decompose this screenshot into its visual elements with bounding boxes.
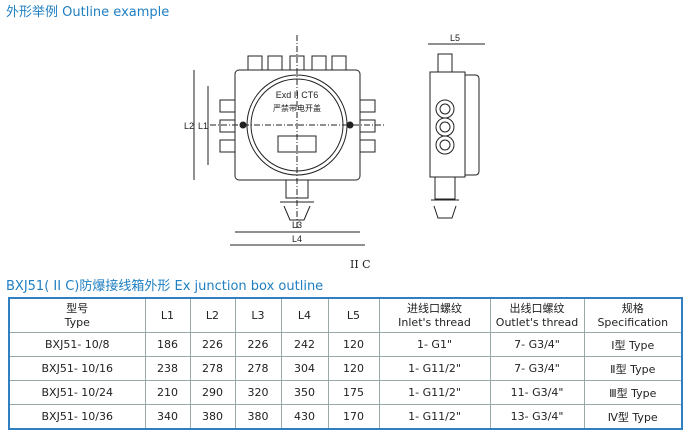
table-cell: 1- G11/2" xyxy=(378,404,491,430)
header-cn: 进线口螺纹 xyxy=(407,301,462,315)
figure-caption: II C xyxy=(350,258,371,271)
table-cell: 304 xyxy=(280,356,329,381)
table-cell: 278 xyxy=(234,356,282,381)
table-cell: BXJ51- 10/8 xyxy=(8,332,146,357)
table-cell: BXJ51- 10/24 xyxy=(8,380,146,405)
table-cell: BXJ51- 10/16 xyxy=(8,356,146,381)
table-cell: 320 xyxy=(234,380,282,405)
table-cell: Ⅳ型 Type xyxy=(583,404,683,430)
header-en: L4 xyxy=(297,308,312,322)
table-cell: 186 xyxy=(144,332,191,357)
header-cn: 出线口螺纹 xyxy=(509,301,565,315)
table-cell: 175 xyxy=(327,380,380,405)
svg-text:L3: L3 xyxy=(292,220,302,230)
header-en: Inlet's thread xyxy=(398,315,471,329)
column-header: L2 xyxy=(189,297,236,333)
table-cell: 120 xyxy=(327,332,380,357)
table-cell: Ⅰ型 Type xyxy=(583,332,683,357)
table-cell: BXJ51- 10/36 xyxy=(8,404,146,430)
column-header: L3 xyxy=(234,297,282,333)
table-cell: 210 xyxy=(144,380,191,405)
table-cell: 380 xyxy=(189,404,236,430)
table-cell: 13- G3/4" xyxy=(489,404,585,430)
header-en: L5 xyxy=(346,308,361,322)
table-cell: 290 xyxy=(189,380,236,405)
header-cn: 型号 xyxy=(66,301,89,315)
warning-text: 严禁带电开盖 xyxy=(273,103,321,113)
table-cell: 1- G11/2" xyxy=(378,356,491,381)
table-cell: 350 xyxy=(280,380,329,405)
table-cell: 340 xyxy=(144,404,191,430)
side-glands xyxy=(219,99,376,153)
table-cell: 1- G1" xyxy=(378,332,491,357)
column-header: L1 xyxy=(144,297,191,333)
outline-drawing: Exd II CT6 严禁带电开盖 L2 L1 L3 L4 L5 xyxy=(184,33,485,246)
svg-text:L5: L5 xyxy=(450,33,460,43)
table-cell: 242 xyxy=(280,332,329,357)
svg-text:L4: L4 xyxy=(292,234,302,244)
table-cell: 7- G3/4" xyxy=(489,356,585,381)
table-title: BXJ51( II C)防爆接线箱外形 Ex junction box outl… xyxy=(6,279,324,294)
table-cell: Ⅲ型 Type xyxy=(583,380,683,405)
table-cell: 238 xyxy=(144,356,191,381)
table-cell: Ⅱ型 Type xyxy=(583,356,683,381)
svg-text:L2: L2 xyxy=(184,121,194,131)
table-cell: 170 xyxy=(327,404,380,430)
header-en: L1 xyxy=(160,308,175,322)
header-en: Type xyxy=(64,315,90,329)
section-title: 外形举例 Outline example xyxy=(6,5,170,20)
header-en: L2 xyxy=(205,308,220,322)
table-cell: 11- G3/4" xyxy=(489,380,585,405)
column-header: L4 xyxy=(280,297,329,333)
table-cell: 226 xyxy=(234,332,282,357)
table-cell: 7- G3/4" xyxy=(489,332,585,357)
header-en: L3 xyxy=(251,308,265,322)
svg-text:L1: L1 xyxy=(198,121,208,131)
table-cell: 1- G11/2" xyxy=(378,380,491,405)
table-cell: 278 xyxy=(189,356,236,381)
table-cell: 226 xyxy=(189,332,236,357)
table-cell: 430 xyxy=(280,404,329,430)
header-en: Specification xyxy=(597,315,669,329)
header-cn: 规格 xyxy=(621,301,644,315)
table-cell: 380 xyxy=(234,404,282,430)
table-cell: 120 xyxy=(327,356,380,381)
column-header: L5 xyxy=(327,297,380,333)
header-en: Outlet's thread xyxy=(495,315,579,329)
